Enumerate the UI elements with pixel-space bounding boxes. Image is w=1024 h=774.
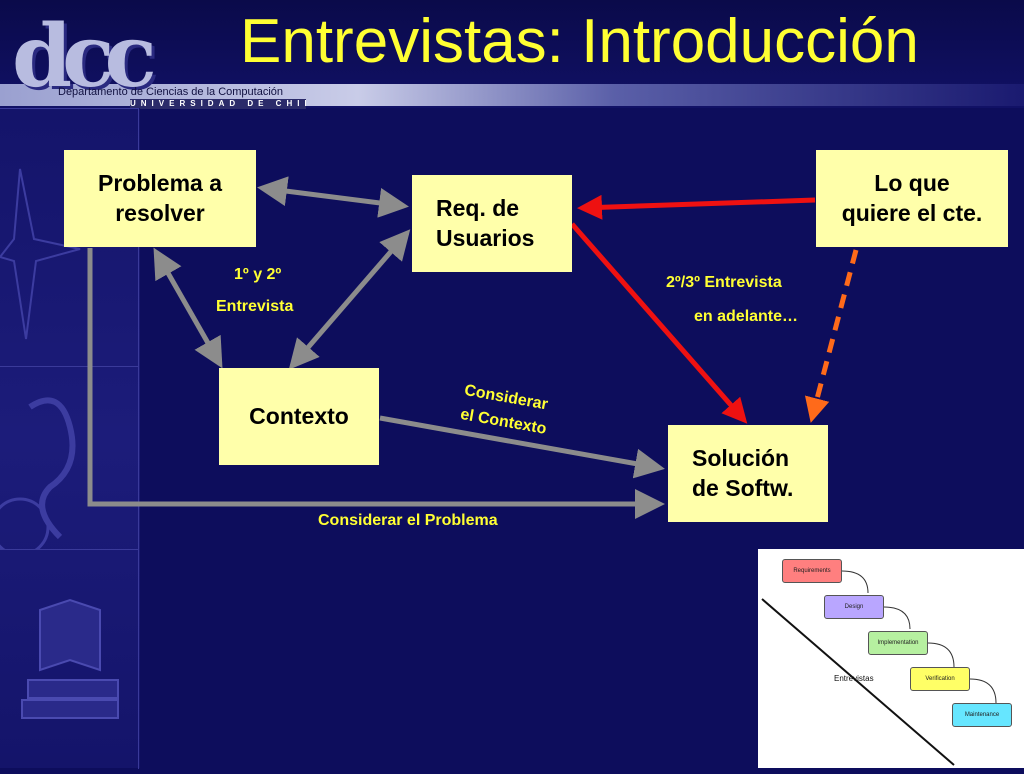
arrow-contexto-requisitos — [288, 229, 411, 370]
arrow-problema-solucion — [87, 248, 665, 519]
arrow-cliente-requisitos — [577, 194, 816, 220]
slide-title: Entrevistas: Introducción — [240, 7, 919, 76]
dcc-logo: dcc — [12, 6, 157, 107]
side-tile-books — [0, 549, 139, 769]
waterfall-step-design: Design — [824, 595, 884, 619]
waterfall-step-requirements: Requirements — [782, 559, 842, 583]
department-name: Departamento de Ciencias de la Computaci… — [58, 86, 284, 98]
arrow-problema-contexto — [153, 247, 223, 369]
waterfall-step-verification: Verification — [910, 667, 970, 691]
waterfall-step-implementation: Implementation — [868, 631, 928, 655]
arrow-problema-requisitos — [257, 176, 409, 218]
node-cliente: Lo que quiere el cte. — [816, 150, 1008, 247]
node-contexto: Contexto — [219, 368, 379, 465]
university-name: UNIVERSIDAD DE CHILE — [130, 99, 306, 109]
node-solucion: Solución de Softw. — [668, 425, 828, 522]
waterfall-connectors — [761, 570, 997, 766]
side-decoration — [0, 108, 140, 769]
label-segunda-tercera-1: 2º/3º Entrevista — [666, 274, 782, 291]
arrow-contexto-solucion — [379, 415, 665, 479]
slide-header: dcc Departamento de Ciencias de la Compu… — [0, 0, 1024, 109]
label-primera-segunda-1: 1º y 2º — [234, 266, 282, 283]
arrow-cliente-solucion — [804, 249, 859, 423]
label-primera-segunda-2: Entrevista — [216, 298, 294, 315]
node-requisitos: Req. de Usuarios — [412, 175, 572, 272]
label-segunda-tercera-2: en adelante… — [694, 308, 799, 325]
books-icon — [21, 598, 119, 719]
label-considerar-problema: Considerar el Problema — [318, 512, 498, 529]
waterfall-label: Entrevistas — [834, 674, 874, 683]
arrow-requisitos-solucion — [570, 222, 748, 424]
node-problema: Problema a resolver — [64, 150, 256, 247]
waterfall-step-maintenance: Maintenance — [952, 703, 1012, 727]
star-icon — [0, 168, 81, 340]
waterfall-model-image: Requirements Design Implementation Verif… — [758, 549, 1024, 768]
